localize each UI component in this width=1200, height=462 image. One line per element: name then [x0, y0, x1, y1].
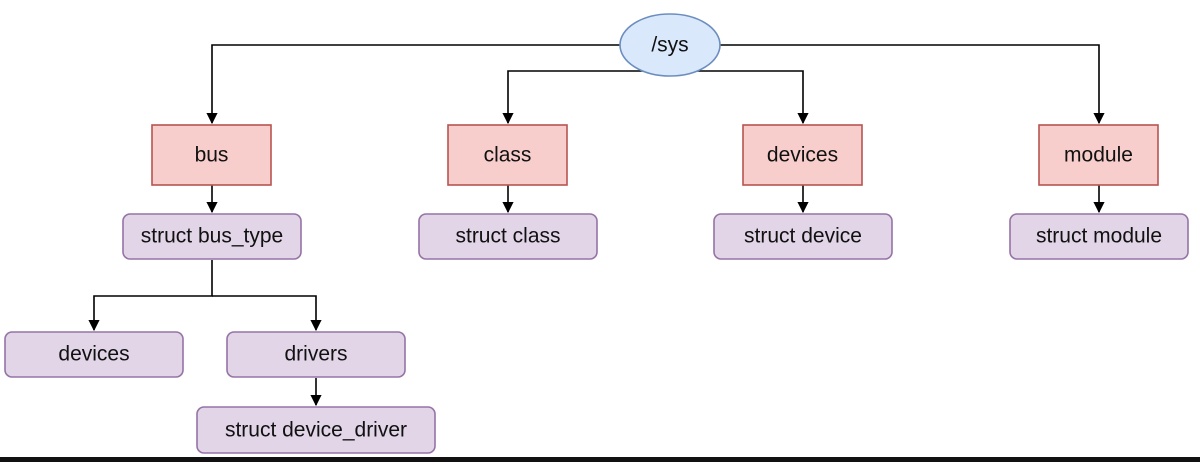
node-struct-module-label: struct module — [1036, 225, 1162, 248]
node-struct-class-shape — [418, 213, 598, 260]
node-devices: devices — [742, 124, 863, 186]
node-struct-device-driver-shape — [196, 406, 436, 454]
node-bus: bus — [151, 124, 272, 186]
node-bus-devices-label: devices — [58, 343, 129, 366]
node-class-label: class — [484, 144, 532, 167]
node-bus-drivers-shape — [226, 331, 406, 378]
node-struct-device: struct device — [713, 213, 893, 260]
node-bus-drivers-label: drivers — [284, 343, 347, 366]
node-sys-shape — [619, 13, 721, 77]
node-class: class — [447, 124, 568, 186]
node-struct-device-driver: struct device_driver — [196, 406, 436, 454]
edge-sys-module — [720, 44, 1105, 125]
bottom-border — [0, 457, 1200, 462]
node-struct-device-label: struct device — [744, 225, 862, 248]
edge-sys-class — [502, 70, 670, 125]
node-class-shape — [447, 124, 568, 186]
edge-sys-devices — [670, 70, 809, 125]
edge-bustype-drivers — [212, 295, 322, 332]
node-bus-shape — [151, 124, 272, 186]
node-bus-devices: devices — [4, 331, 184, 378]
node-sys: /sys — [619, 13, 721, 77]
node-module-shape — [1038, 124, 1159, 186]
node-module: module — [1038, 124, 1159, 186]
node-struct-module-shape — [1009, 213, 1189, 260]
node-struct-class-label: struct class — [455, 225, 560, 248]
node-struct-module: struct module — [1009, 213, 1189, 260]
node-struct-bus-type-label: struct bus_type — [141, 225, 283, 248]
node-bus-drivers: drivers — [226, 331, 406, 378]
node-devices-label: devices — [767, 144, 838, 167]
connectors — [88, 44, 1105, 407]
edge-bustype-devices — [88, 260, 213, 332]
node-struct-bus-type-shape — [122, 213, 302, 260]
node-bus-devices-shape — [4, 331, 184, 378]
node-bus-label: bus — [195, 144, 229, 167]
edge-sys-bus — [206, 44, 620, 125]
node-struct-class: struct class — [418, 213, 598, 260]
node-sys-label: /sys — [651, 34, 688, 57]
node-module-label: module — [1064, 144, 1133, 167]
node-struct-device-driver-label: struct device_driver — [225, 419, 407, 442]
node-struct-bus-type: struct bus_type — [122, 213, 302, 260]
node-devices-shape — [742, 124, 863, 186]
node-struct-device-shape — [713, 213, 893, 260]
